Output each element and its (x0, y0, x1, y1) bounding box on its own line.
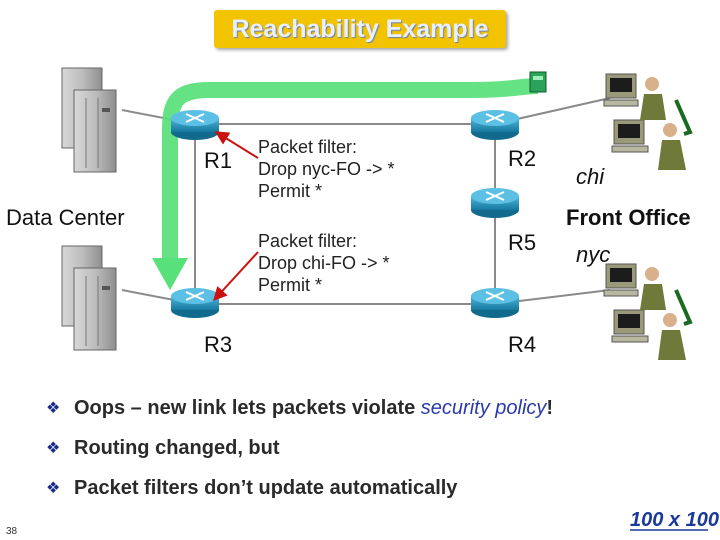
bullet-item: ❖ Oops – new link lets packets violate s… (46, 392, 553, 424)
filter-line: Permit * (258, 181, 323, 201)
nyc-label: nyc (576, 242, 611, 267)
router-icon (471, 288, 519, 318)
title-banner: Reachability Example (214, 10, 506, 48)
bullet-text-3: Packet filters don’t update automaticall… (74, 476, 458, 499)
router-icon (171, 288, 219, 318)
page-number: 38 (6, 526, 18, 537)
front-office-label: Front Office (566, 205, 691, 230)
firewall-icon (529, 71, 547, 93)
filter-line: Drop nyc-FO -> * (258, 159, 395, 179)
logo-icon: 100 x 100 (630, 509, 719, 531)
data-center-label: Data Center (6, 205, 125, 230)
router-label-r3: R3 (204, 332, 233, 357)
filter-line: Packet filter: (258, 137, 358, 157)
bullet-emphasis: security policy (420, 396, 547, 419)
router-label-r2: R2 (508, 146, 537, 171)
bullet-diamond-icon: ❖ (46, 440, 61, 457)
bullet-diamond-icon: ❖ (46, 400, 61, 417)
bullet-item: ❖ Packet filters don’t update automatica… (46, 472, 457, 504)
new-link-path (162, 78, 539, 262)
logo-text: 100 x 100 (630, 509, 719, 531)
filter-line: Permit * (258, 275, 323, 295)
bullet-text-2: Routing changed, but (74, 436, 280, 459)
server-icon (61, 245, 117, 351)
filter-callout-r3: Packet filter: Drop chi-FO -> * Permit * (258, 230, 390, 296)
workstation-icon (603, 73, 693, 170)
bullet-text-1-end: ! (546, 396, 554, 419)
new-link-arrowhead (152, 258, 188, 290)
router-label-r1: R1 (204, 148, 233, 173)
router-icon (471, 110, 519, 140)
filter-arrow-r3 (213, 251, 259, 302)
filter-line: Drop chi-FO -> * (258, 253, 390, 273)
server-icon (61, 67, 117, 173)
router-label-r4: R4 (508, 332, 537, 357)
bullet-text-1: Oops – new link lets packets violate (74, 396, 421, 419)
filter-arrow-r1 (214, 131, 259, 159)
filter-line: Packet filter: (258, 231, 358, 251)
bullet-item: ❖ Routing changed, but (46, 432, 280, 464)
router-icon (471, 188, 519, 218)
router-label-r5: R5 (508, 230, 537, 255)
chi-label: chi (576, 164, 605, 189)
page-title: Reachability Example (231, 14, 489, 43)
router-icon (171, 110, 219, 140)
bullet-diamond-icon: ❖ (46, 480, 61, 497)
workstation-icon (603, 263, 693, 360)
filter-callout-r1: Packet filter: Drop nyc-FO -> * Permit * (258, 136, 395, 202)
